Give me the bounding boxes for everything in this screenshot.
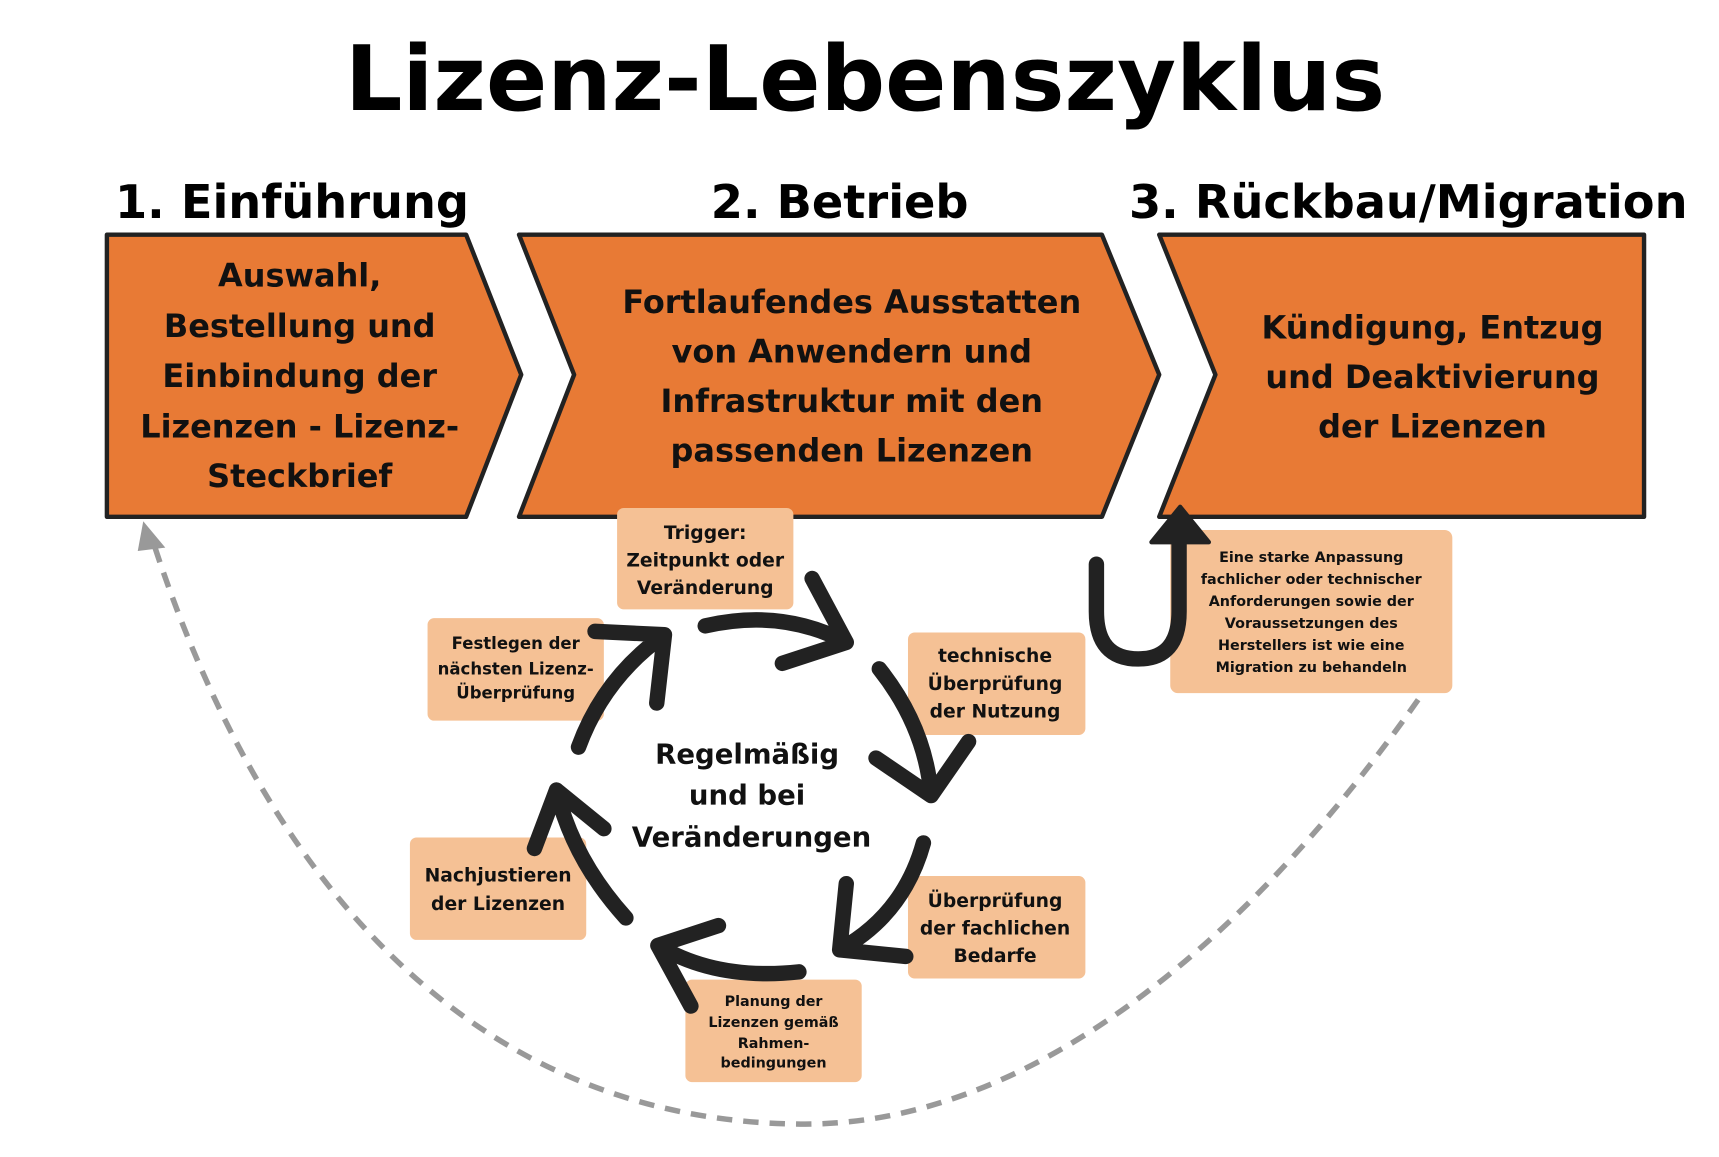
step-text: Rahmen- xyxy=(738,1036,810,1052)
center-text: Veränderungen xyxy=(632,821,871,853)
dashed-arrowhead-icon xyxy=(137,521,166,551)
phase-chevron-1 xyxy=(104,232,524,519)
cycle-arrow-icon xyxy=(868,661,977,804)
step-text: Lizenzen gemäß xyxy=(708,1015,838,1031)
cycle-arrow-icon xyxy=(831,835,932,965)
diagram-title: Lizenz-Lebenszyklus xyxy=(345,27,1385,132)
phase-2-line: Fortlaufendes Ausstatten xyxy=(622,283,1081,321)
note-text: Herstellers ist wie eine xyxy=(1218,638,1405,654)
step-box-readjust xyxy=(409,837,587,940)
phase-1-line: Steckbrief xyxy=(207,457,393,495)
step-text: der Nutzung xyxy=(930,701,1061,722)
center-text: und bei xyxy=(689,779,805,811)
u-turn-arrowhead-icon xyxy=(1149,504,1212,545)
step-box-business-check xyxy=(907,876,1086,979)
migration-note-box xyxy=(1170,530,1453,694)
step-box-technical-check xyxy=(907,632,1086,735)
phase-text-3: Kündigung, Entzug und Deaktivierung der … xyxy=(1262,308,1604,445)
note-text: Eine starke Anpassung xyxy=(1219,550,1403,566)
phase-3-line: Kündigung, Entzug xyxy=(1262,308,1604,346)
step-text: Überprüfung xyxy=(928,671,1063,695)
phase-1-line: Bestellung und xyxy=(164,307,436,345)
note-text: Anforderungen sowie der xyxy=(1209,594,1415,610)
cycle-center-label: Regelmäßig und bei Veränderungen xyxy=(632,739,871,854)
step-text: Nachjustieren xyxy=(425,866,572,887)
step-text: bedingungen xyxy=(721,1056,827,1072)
cycle-arrow-icon xyxy=(650,917,807,1014)
step-text: Überprüfung xyxy=(456,684,575,703)
center-text: Regelmäßig xyxy=(655,739,839,771)
dashed-return-arrow xyxy=(151,544,1421,1127)
step-text: der Lizenzen xyxy=(431,894,565,915)
phase-3-line: und Deaktivierung xyxy=(1265,358,1599,396)
note-text: Voraussetzungen des xyxy=(1225,616,1398,632)
note-text: Migration zu behandeln xyxy=(1216,660,1407,676)
step-text: technische xyxy=(938,646,1052,667)
phase-1-line: Einbindung der xyxy=(162,357,437,395)
cycle-arrows xyxy=(526,570,977,1014)
phase-2-line: von Anwendern und xyxy=(672,333,1032,371)
phase-chevron-2 xyxy=(516,232,1162,519)
phase-2-line: passenden Lizenzen xyxy=(671,432,1033,470)
step-text: der fachlichen xyxy=(920,918,1070,939)
step-text: nächsten Lizenz- xyxy=(438,659,594,678)
phase-heading-1: 1. Einführung xyxy=(115,175,469,229)
phase-heading-3: 3. Rückbau/Migration xyxy=(1129,175,1688,229)
phase-heading-2: 2. Betrieb xyxy=(711,175,969,229)
step-text: Zeitpunkt oder xyxy=(626,550,785,571)
u-turn-arrow xyxy=(1088,532,1187,667)
step-text: Veränderung xyxy=(637,578,774,599)
step-box-trigger xyxy=(617,507,794,610)
phase-3-line: der Lizenzen xyxy=(1318,407,1547,445)
step-text: Überprüfung xyxy=(928,888,1063,912)
note-text: fachlicher oder technischer xyxy=(1201,572,1423,588)
step-text: Trigger: xyxy=(664,523,747,544)
step-box-next-review xyxy=(427,618,604,721)
phase-2-line: Infrastruktur mit den xyxy=(660,382,1043,420)
step-box-planning xyxy=(685,979,862,1083)
step-text: Festlegen der xyxy=(452,634,581,653)
phase-1-line: Lizenzen - Lizenz- xyxy=(140,407,459,445)
step-text: Bedarfe xyxy=(953,946,1036,967)
cycle-arrow-icon xyxy=(570,623,673,755)
phase-chevron-3 xyxy=(1157,232,1647,519)
cycle-arrow-icon xyxy=(697,570,854,672)
cycle-arrow-icon xyxy=(526,782,634,926)
phase-1-line: Auswahl, xyxy=(218,256,381,294)
phase-text-2: Fortlaufendes Ausstatten von Anwendern u… xyxy=(622,283,1081,470)
phase-text-1: Auswahl, Bestellung und Einbindung der L… xyxy=(140,256,459,495)
step-text: Planung der xyxy=(725,994,824,1010)
